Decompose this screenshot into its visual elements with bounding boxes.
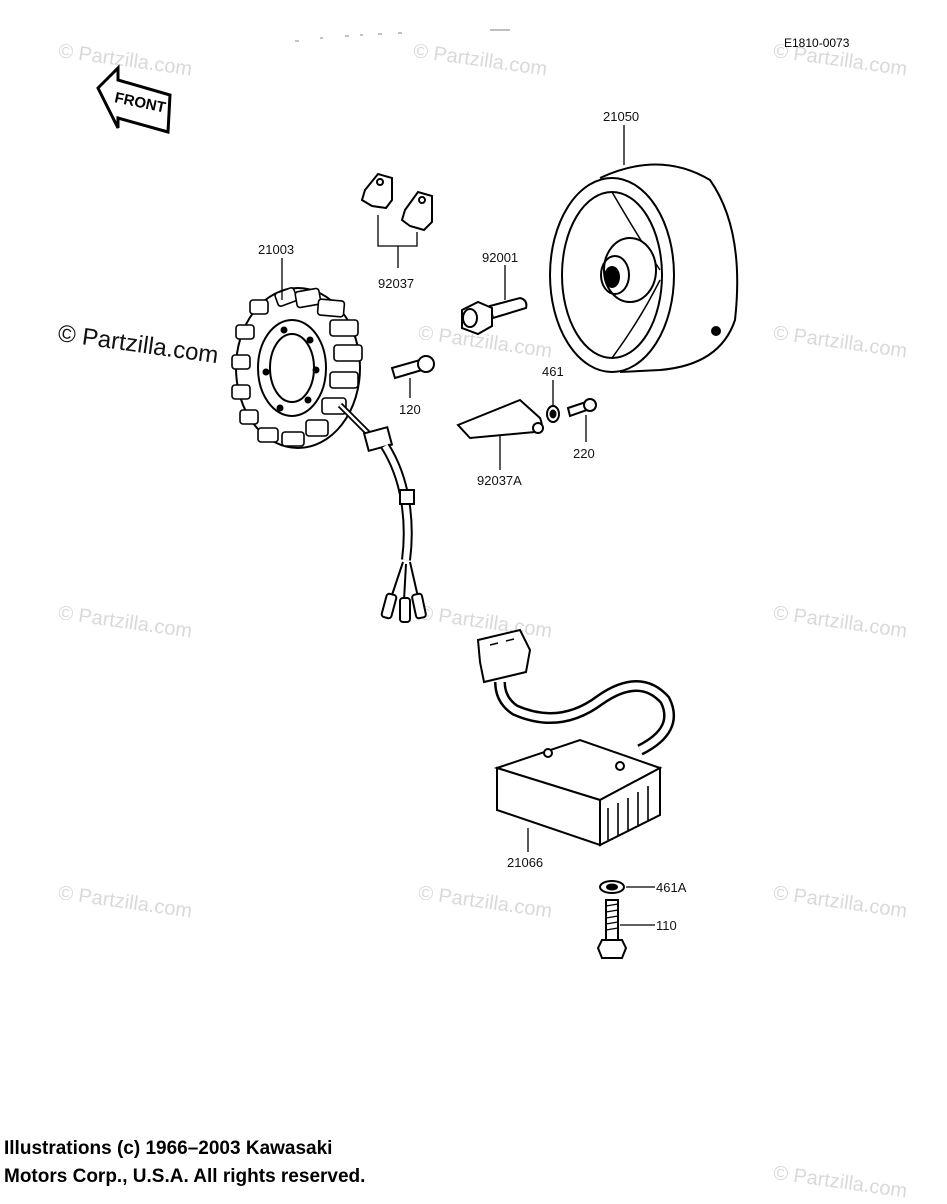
part-label-92001: 92001 — [482, 250, 519, 265]
clip-92037 — [360, 172, 433, 232]
front-arrow-icon: FRONT — [96, 64, 172, 134]
part-label-461a: 461A — [656, 880, 687, 895]
flywheel-21050 — [549, 163, 739, 373]
part-label-21003: 21003 — [258, 242, 295, 257]
part-label-110: 110 — [656, 918, 677, 933]
bolt-120 — [390, 355, 435, 380]
part-label-92037a: 92037A — [477, 473, 522, 488]
bolt-110 — [596, 899, 628, 959]
plate-92037a — [456, 398, 544, 440]
part-label-461: 461 — [542, 364, 564, 379]
washer-461a — [599, 880, 625, 894]
copyright-line-1: Illustrations (c) 1966–2003 Kawasaki — [4, 1138, 333, 1159]
stator-21003 — [231, 287, 427, 623]
part-label-220: 220 — [573, 446, 595, 461]
part-label-120: 120 — [399, 402, 421, 417]
part-label-21050: 21050 — [603, 109, 640, 124]
part-label-92037: 92037 — [378, 276, 415, 291]
regulator-21066 — [476, 628, 675, 847]
diagram-code: E1810-0073 — [784, 36, 850, 50]
copyright-line-2: Motors Corp., U.S.A. All rights reserved… — [4, 1166, 366, 1187]
bolt-92001 — [461, 296, 528, 336]
screw-220 — [566, 398, 597, 418]
part-label-21066: 21066 — [507, 855, 544, 870]
washer-461 — [546, 405, 560, 423]
